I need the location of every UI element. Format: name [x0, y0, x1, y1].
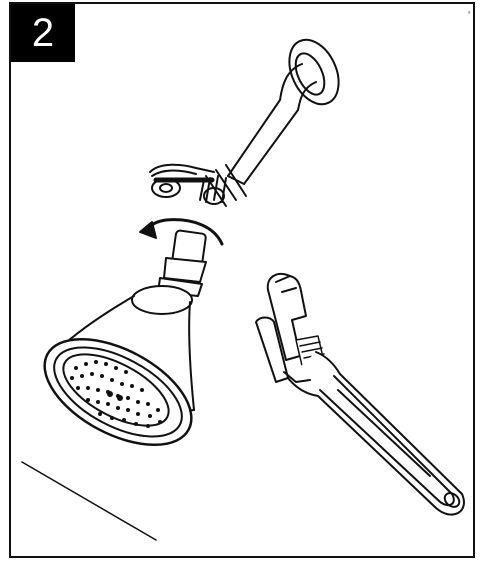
surface-edge	[22, 462, 156, 540]
shower-head-icon	[28, 230, 209, 467]
shower-arm-icon	[200, 32, 348, 206]
adjustable-wrench-icon	[256, 274, 464, 515]
